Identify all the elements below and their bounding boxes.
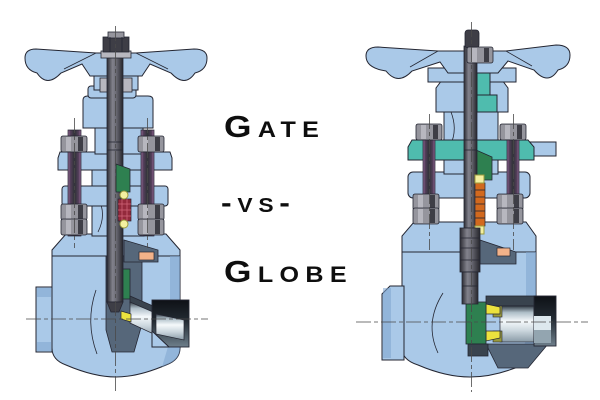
globe-valve-stem xyxy=(459,29,494,305)
gate-valve-gland xyxy=(115,163,131,193)
gate-valve-packing xyxy=(117,198,132,222)
globe-valve-stem-threads xyxy=(474,182,486,227)
gate-valve-bushing xyxy=(138,251,155,261)
gate-valve-stem-nut xyxy=(102,31,130,53)
gate-valve-stem xyxy=(99,31,133,313)
globe-valve-disc xyxy=(465,301,487,345)
centerlines xyxy=(26,22,588,392)
globe-valve-internals xyxy=(465,239,557,369)
globe-label: Globe xyxy=(224,254,353,289)
globe-valve-illustration xyxy=(365,29,571,378)
gate-valve-illustration xyxy=(24,31,208,378)
vs-label: -vs- xyxy=(221,187,296,218)
gate-label: Gate xyxy=(224,109,326,144)
globe-valve-bushing xyxy=(496,247,511,257)
globe-valve-seat-bore xyxy=(499,305,535,343)
gate-valve-internals xyxy=(105,239,190,353)
gate-valve-left-port xyxy=(35,286,53,353)
globe-valve-bolting xyxy=(412,123,527,225)
